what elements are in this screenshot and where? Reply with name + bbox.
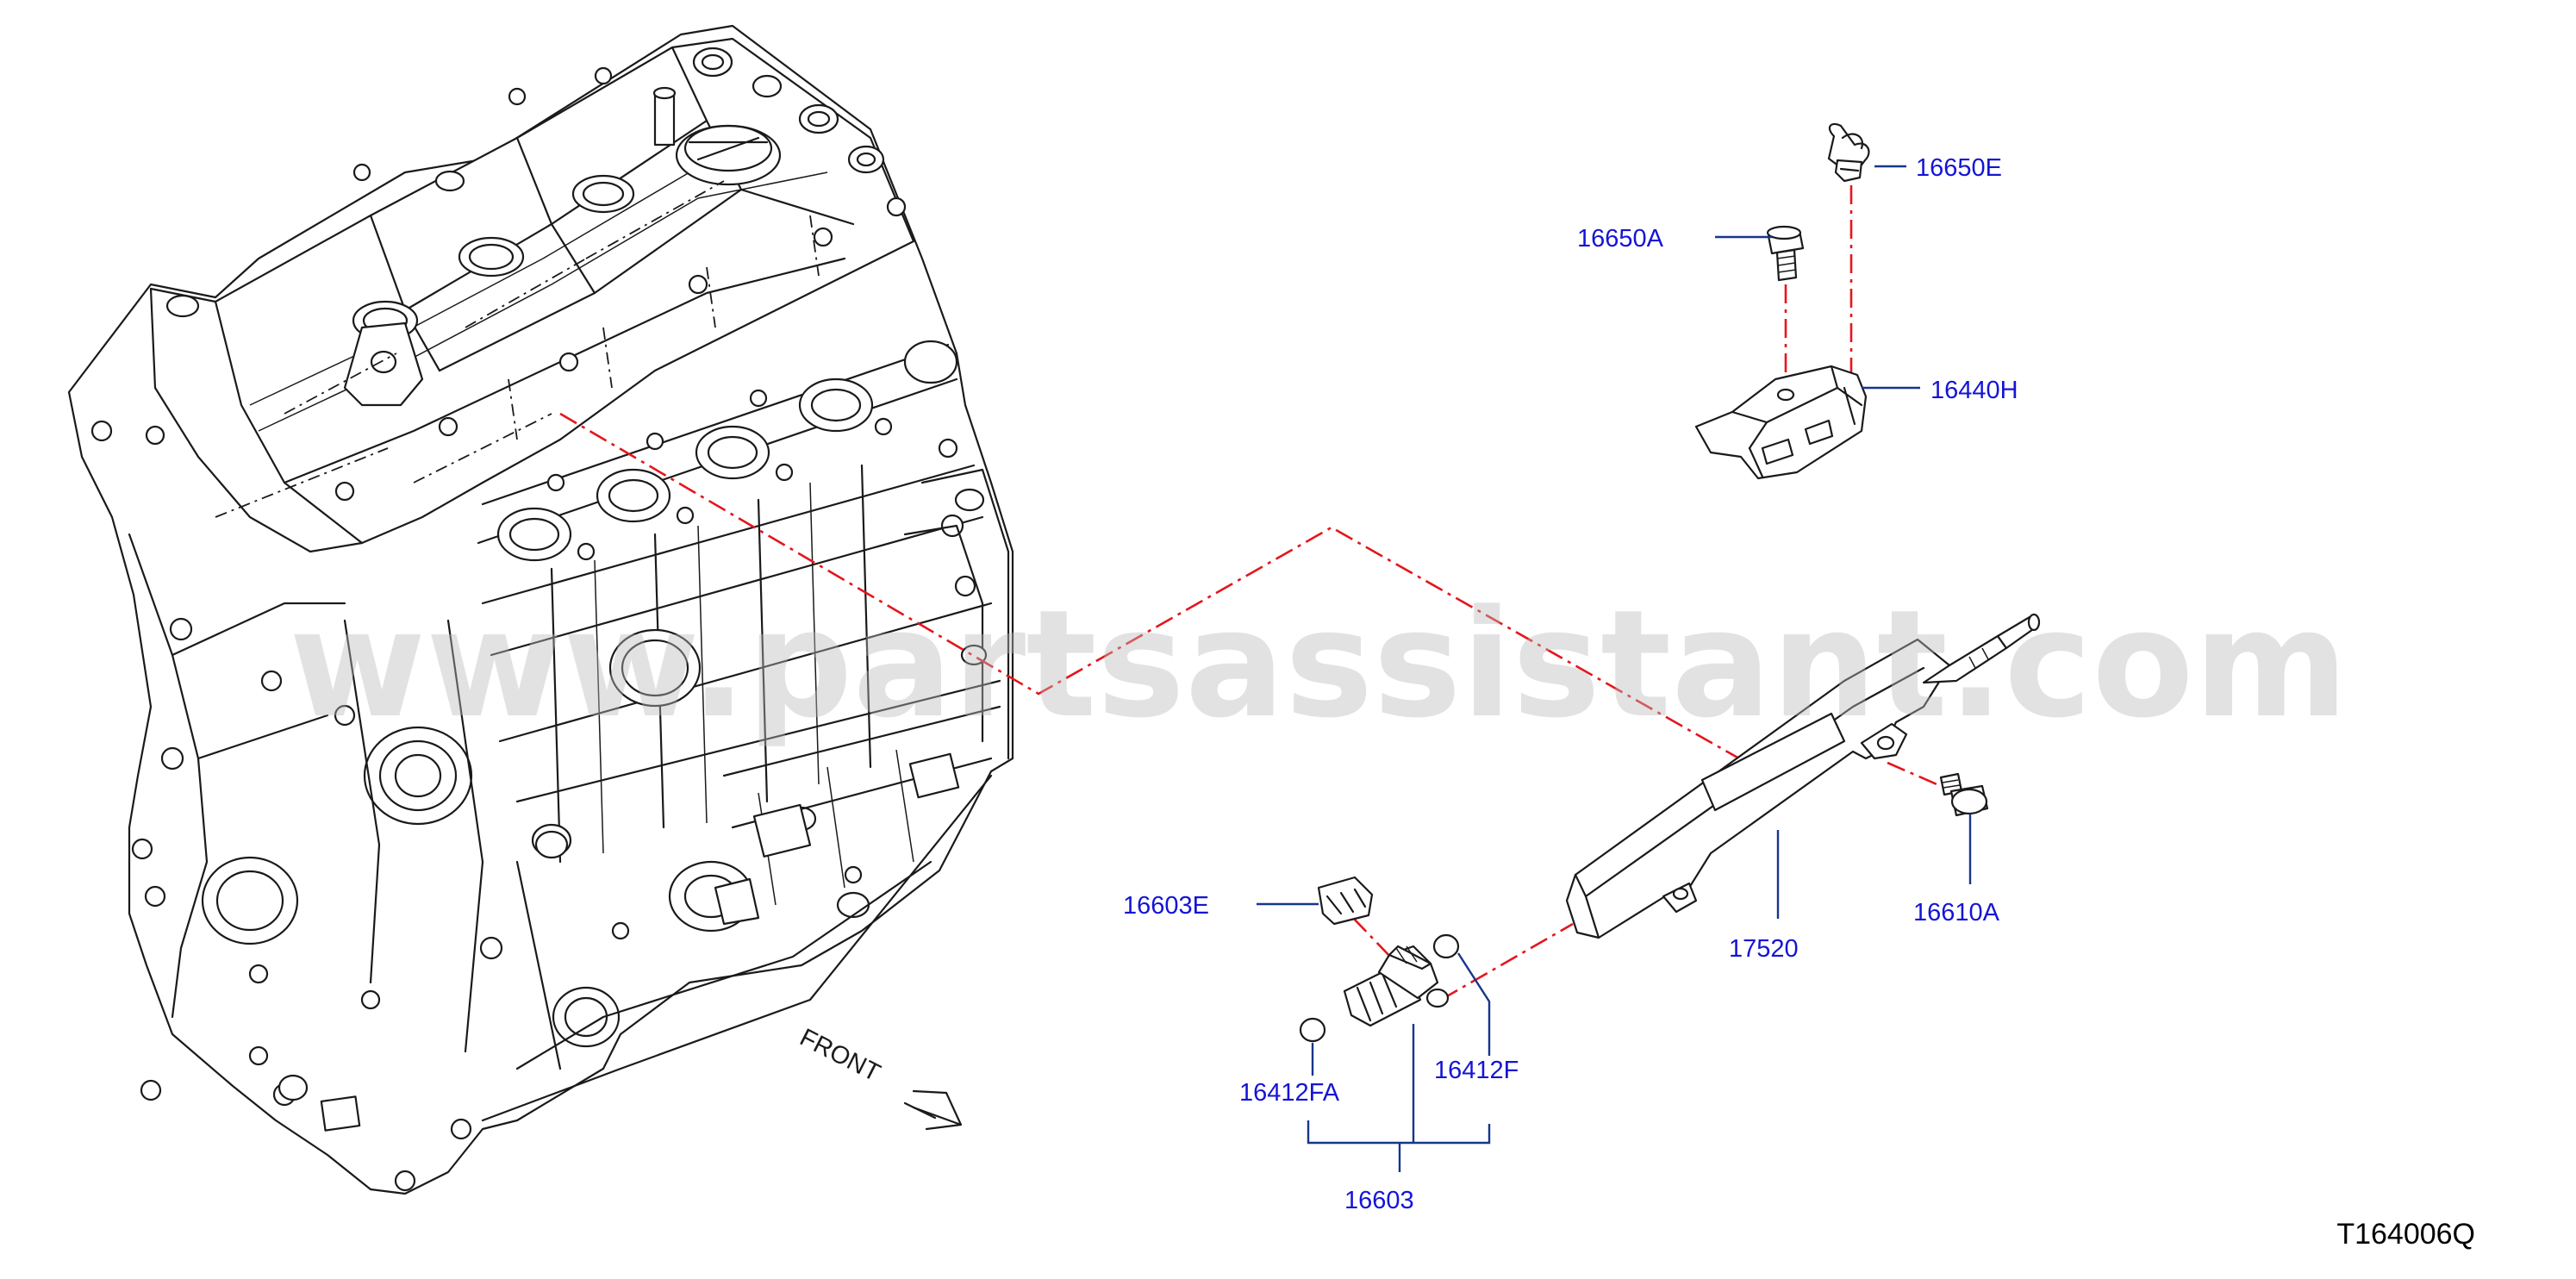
callout-16650A[interactable]: 16650A [1577,225,1664,253]
front-direction-indicator: FRONT [795,1024,963,1131]
callout-16610A[interactable]: 16610A [1913,899,2000,926]
callout-16412FA[interactable]: 16412FA [1239,1079,1340,1107]
callout-17520[interactable]: 17520 [1729,935,1799,963]
callout-16440H[interactable]: 16440H [1930,377,2018,404]
callout-16603E[interactable]: 16603E [1123,892,1209,920]
engine-block-illustration [67,24,1014,1195]
part-callouts: 16650E 16650A 16440H 17520 16610A 16603E… [1123,154,2018,1214]
part-16412FA-o-ring[interactable] [1299,1017,1326,1043]
watermark-text: www.partsassistant.com [289,577,2348,751]
assembly-chain-lines [559,185,1942,1001]
callout-16650E[interactable]: 16650E [1916,154,2002,182]
part-16440H-bracket[interactable] [1694,365,1868,480]
part-16610A-bolt[interactable] [1939,772,1989,817]
leader-16412F [1456,952,1491,1056]
chain-clip-to-injector [1352,917,1395,962]
callout-16603[interactable]: 16603 [1344,1187,1414,1214]
callout-16412F[interactable]: 16412F [1434,1057,1519,1084]
leader-16603-bracket [1307,1024,1491,1172]
front-label: FRONT [795,1024,885,1088]
part-16603E-injector-clip[interactable] [1317,876,1374,926]
part-17520-fuel-rail[interactable] [1565,613,2041,939]
part-16650E-hose-clip[interactable] [1827,122,1870,183]
part-16650A-bolt[interactable] [1766,225,1805,282]
leader-lines [1257,165,1972,1172]
chain-engine-to-rail [559,412,1740,760]
chain-rail-bolt [1887,761,1942,788]
front-arrow-icon [912,1091,963,1131]
part-16603-injector[interactable] [1343,945,1450,1027]
chain-injector-to-rail [1440,922,1574,1001]
diagram-code: T164006Q [2336,1218,2475,1251]
part-16412F-seal-ring[interactable] [1432,933,1460,959]
